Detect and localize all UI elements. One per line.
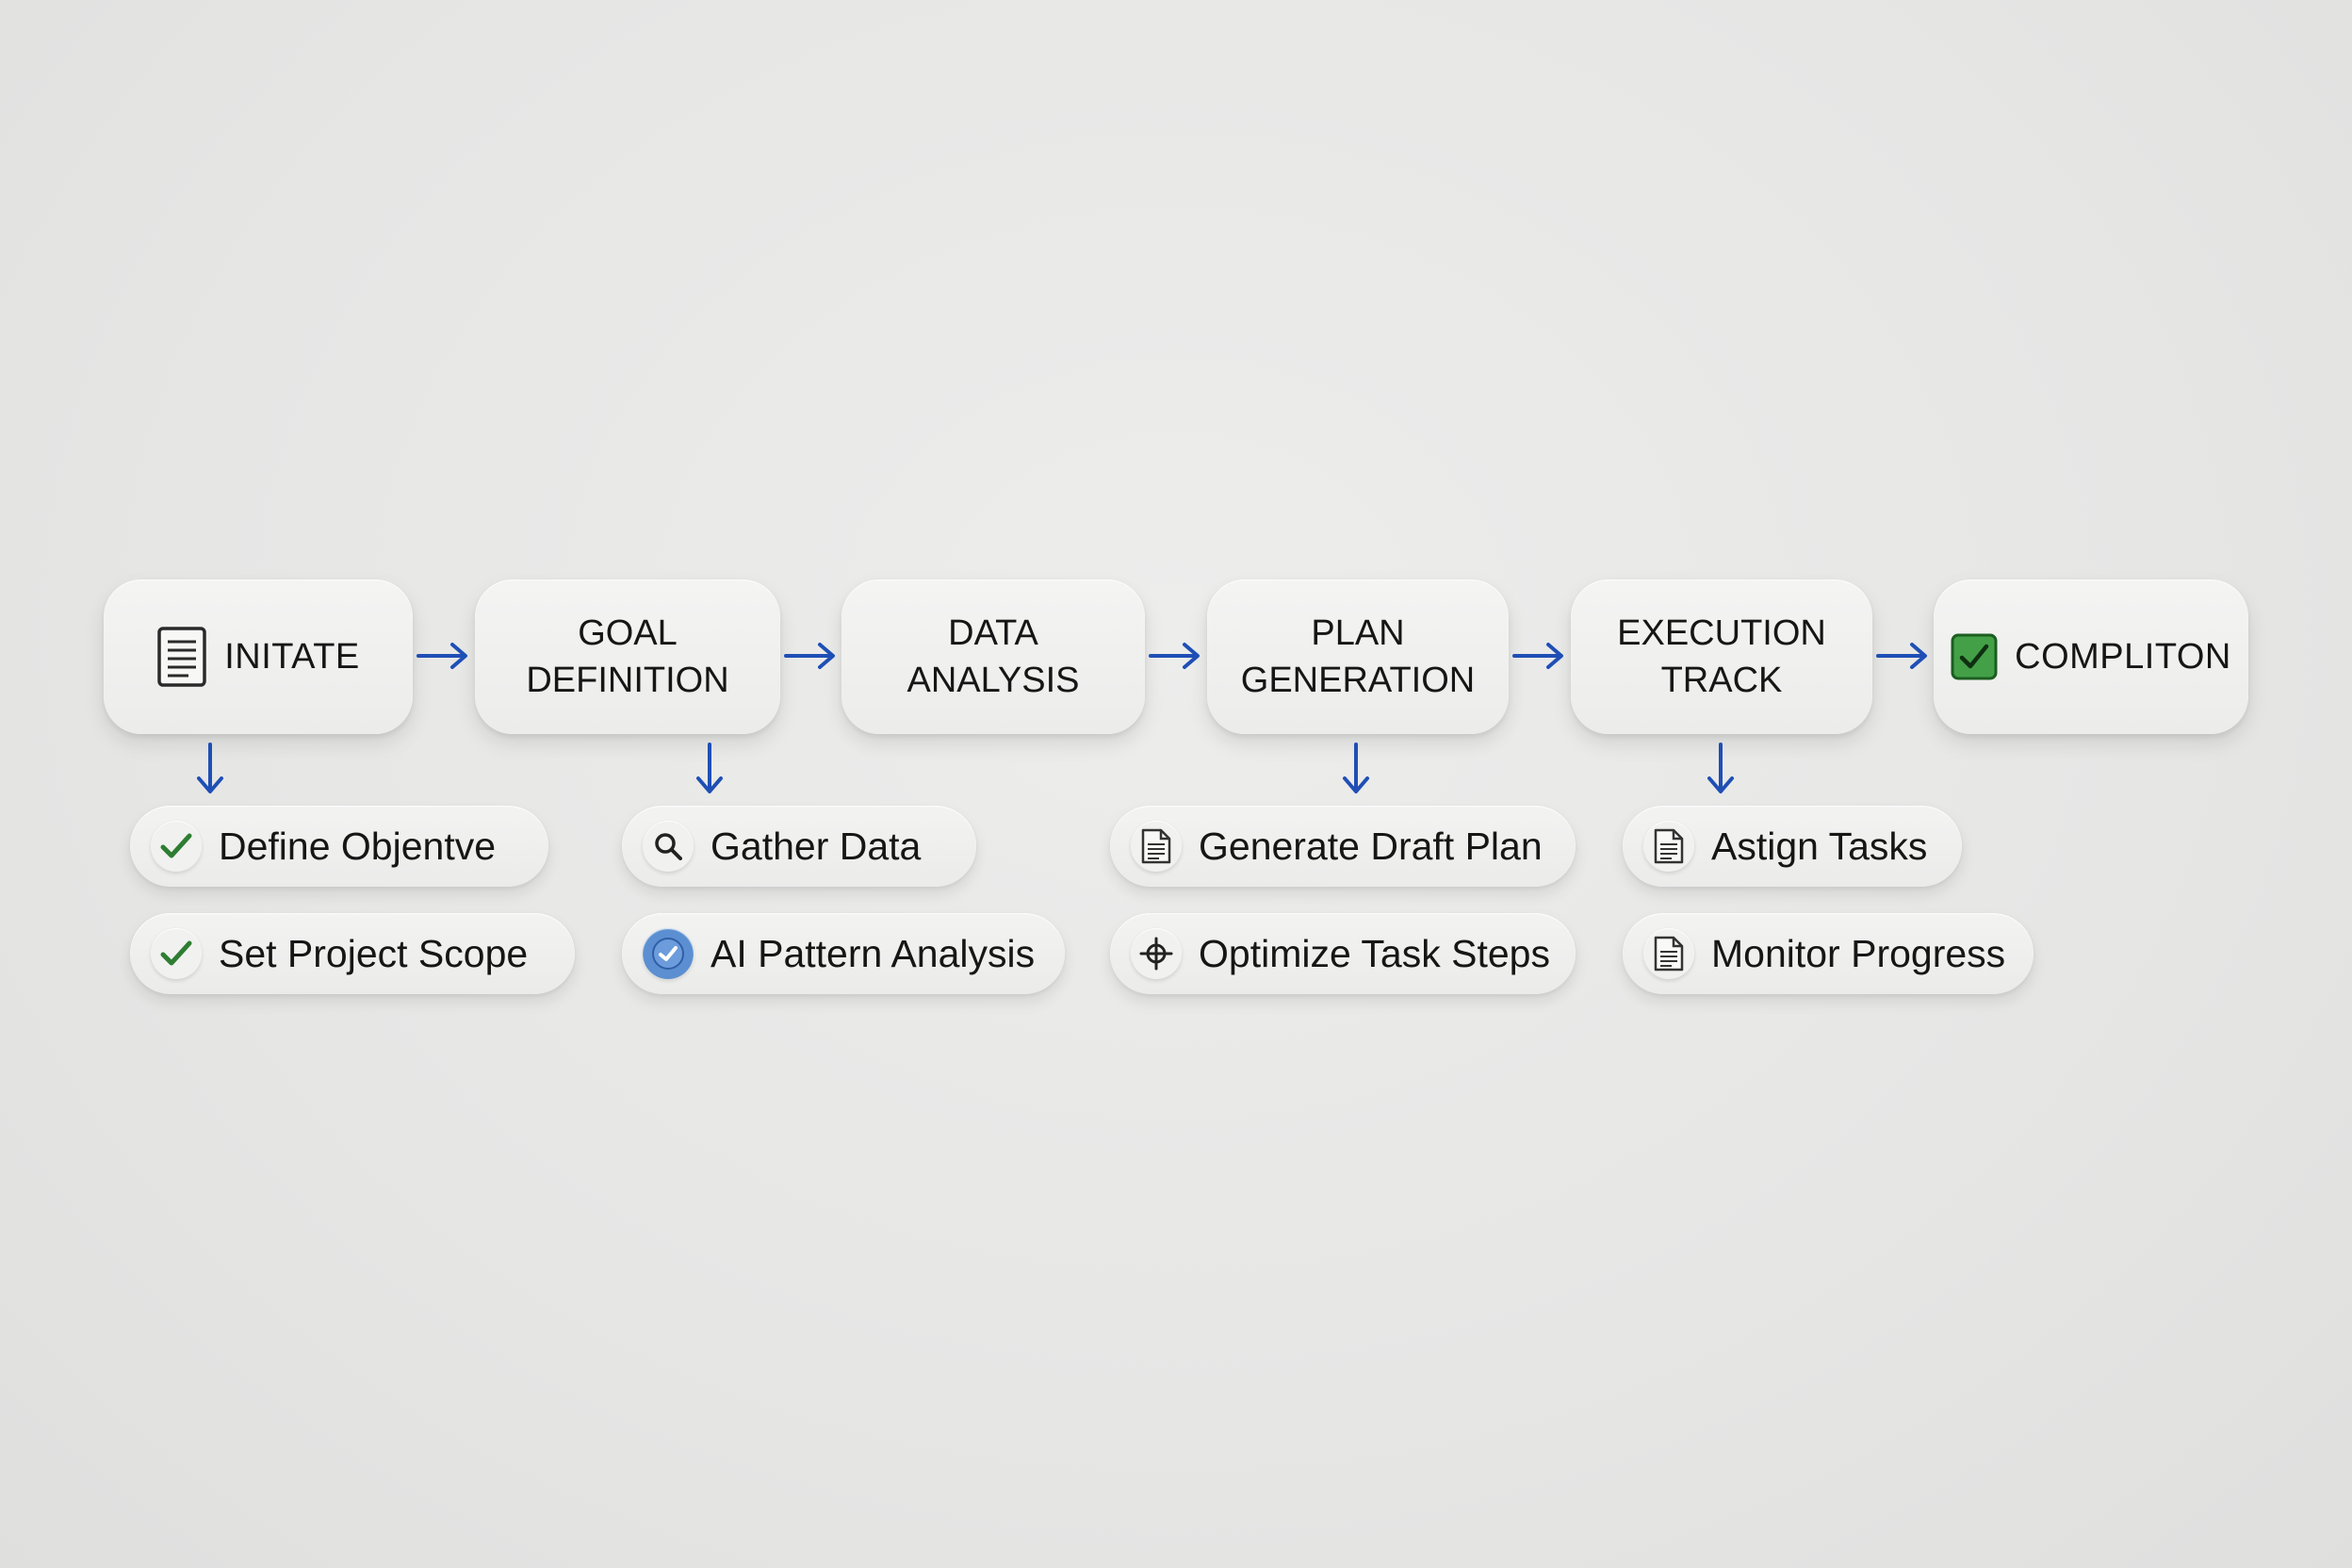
- substep-label: Set Project Scope: [219, 931, 529, 975]
- document-icon: [1131, 821, 1182, 872]
- substep-astign-tasks: Astign Tasks: [1623, 806, 1962, 887]
- arrow-right-icon: [784, 643, 835, 669]
- substep-optimize-task-steps: Optimize Task Steps: [1110, 913, 1576, 994]
- substep-set-project-scope: Set Project Scope: [130, 913, 575, 994]
- stage-plan-generation: PLAN GENERATION: [1207, 580, 1509, 734]
- substep-label: Monitor Progress: [1711, 931, 2006, 975]
- check-icon: [151, 928, 202, 979]
- green-checkbox-icon: [1951, 633, 1998, 680]
- arrow-right-icon: [1149, 643, 1200, 669]
- document-icon: [156, 626, 207, 688]
- substep-generate-draft-plan: Generate Draft Plan: [1110, 806, 1576, 887]
- substep-gather-data: Gather Data: [622, 806, 976, 887]
- stage-label-line-2: DEFINITION: [526, 661, 729, 700]
- stage-label-line-2: GENERATION: [1240, 661, 1476, 700]
- arrow-down-icon: [1707, 743, 1734, 793]
- substep-label: Astign Tasks: [1711, 824, 1928, 868]
- stage-label-line-2: ANALYSIS: [906, 661, 1080, 700]
- stage-initate: INITATE: [104, 580, 413, 734]
- substep-label: Generate Draft Plan: [1199, 824, 1543, 868]
- substep-monitor-progress: Monitor Progress: [1623, 913, 2034, 994]
- substep-label: AI Pattern Analysis: [710, 931, 1036, 975]
- substep-label: Gather Data: [710, 824, 922, 868]
- arrow-down-icon: [1343, 743, 1369, 793]
- document-icon: [1643, 928, 1694, 979]
- check-icon: [151, 821, 202, 872]
- target-icon: [1131, 928, 1182, 979]
- substep-label: Define Objentve: [219, 824, 497, 868]
- stage-label-line-1: EXECUTION: [1617, 613, 1826, 653]
- stage-compliton: COMPLITON: [1934, 580, 2248, 734]
- stage-data-analysis: DATA ANALYSIS: [841, 580, 1145, 734]
- search-icon: [643, 821, 694, 872]
- substep-label: Optimize Task Steps: [1199, 931, 1550, 975]
- stage-label-line-1: GOAL: [578, 613, 678, 653]
- stage-label-line-1: DATA: [948, 613, 1038, 653]
- document-icon: [1643, 821, 1694, 872]
- arrow-right-icon: [1876, 643, 1927, 669]
- arrow-down-icon: [197, 743, 223, 793]
- stage-label-line-2: TRACK: [1660, 661, 1783, 700]
- arrow-down-icon: [696, 743, 723, 793]
- stage-label-line-1: PLAN: [1311, 613, 1405, 653]
- substep-define-objentve: Define Objentve: [130, 806, 548, 887]
- substep-ai-pattern-analysis: AI Pattern Analysis: [622, 913, 1065, 994]
- stage-execution-track: EXECUTION TRACK: [1571, 580, 1872, 734]
- arrow-right-icon: [1512, 643, 1563, 669]
- arrow-right-icon: [416, 643, 467, 669]
- stage-goal-definition: GOAL DEFINITION: [475, 580, 780, 734]
- stage-label: INITATE: [224, 637, 360, 677]
- ai-check-icon: [643, 928, 694, 979]
- stage-label: COMPLITON: [2015, 637, 2231, 677]
